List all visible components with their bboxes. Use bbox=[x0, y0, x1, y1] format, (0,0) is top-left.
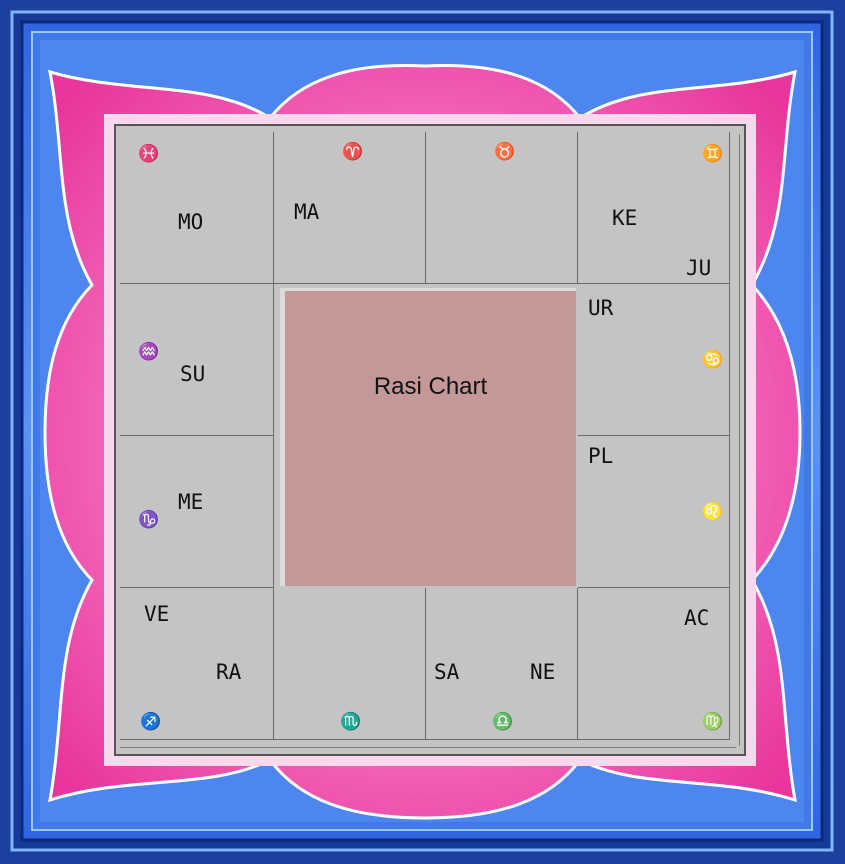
planet-label: PL bbox=[588, 444, 613, 468]
house-virgo: AC ♍ bbox=[578, 588, 730, 740]
center-panel: Rasi Chart bbox=[280, 288, 576, 586]
house-sagittarius: VE RA ♐ bbox=[120, 588, 274, 740]
planet-label: NE bbox=[530, 660, 555, 684]
house-capricorn: ME ♑ bbox=[120, 436, 274, 588]
house-leo: PL ♌ bbox=[578, 436, 730, 588]
house-cancer: UR ♋ bbox=[578, 284, 730, 436]
leo-sign-icon: ♌ bbox=[702, 502, 723, 522]
planet-label: SA bbox=[434, 660, 459, 684]
planet-label: AC bbox=[684, 606, 709, 630]
planet-label: RA bbox=[216, 660, 241, 684]
house-gemini: ♊ KE JU bbox=[578, 132, 730, 284]
planet-label: UR bbox=[588, 296, 613, 320]
capricorn-sign-icon: ♑ bbox=[138, 510, 159, 530]
libra-sign-icon: ♎ bbox=[492, 712, 513, 732]
scorpio-sign-icon: ♏ bbox=[340, 712, 361, 732]
house-libra: SA NE ♎ bbox=[426, 588, 578, 740]
planet-label: KE bbox=[612, 206, 637, 230]
taurus-sign-icon: ♉ bbox=[494, 142, 515, 162]
aries-sign-icon: ♈ bbox=[342, 142, 363, 162]
sagittarius-sign-icon: ♐ bbox=[140, 712, 161, 732]
planet-label: MA bbox=[294, 200, 319, 224]
planet-label: SU bbox=[180, 362, 205, 386]
house-scorpio: ♏ bbox=[274, 588, 426, 740]
house-taurus: ♉ bbox=[426, 132, 578, 284]
planet-label: MO bbox=[178, 210, 203, 234]
chart-title: Rasi Chart bbox=[285, 373, 576, 401]
virgo-sign-icon: ♍ bbox=[702, 712, 723, 732]
aquarius-sign-icon: ♒ bbox=[138, 342, 159, 362]
planet-label: VE bbox=[144, 602, 169, 626]
house-aquarius: ♒ SU bbox=[120, 284, 274, 436]
planet-label: ME bbox=[178, 490, 203, 514]
gemini-sign-icon: ♊ bbox=[702, 144, 723, 164]
planet-label: JU bbox=[686, 256, 711, 280]
house-aries: ♈ MA bbox=[274, 132, 426, 284]
pisces-sign-icon: ♓ bbox=[138, 144, 159, 164]
cancer-sign-icon: ♋ bbox=[702, 350, 723, 370]
house-pisces: ♓ MO bbox=[120, 132, 274, 284]
